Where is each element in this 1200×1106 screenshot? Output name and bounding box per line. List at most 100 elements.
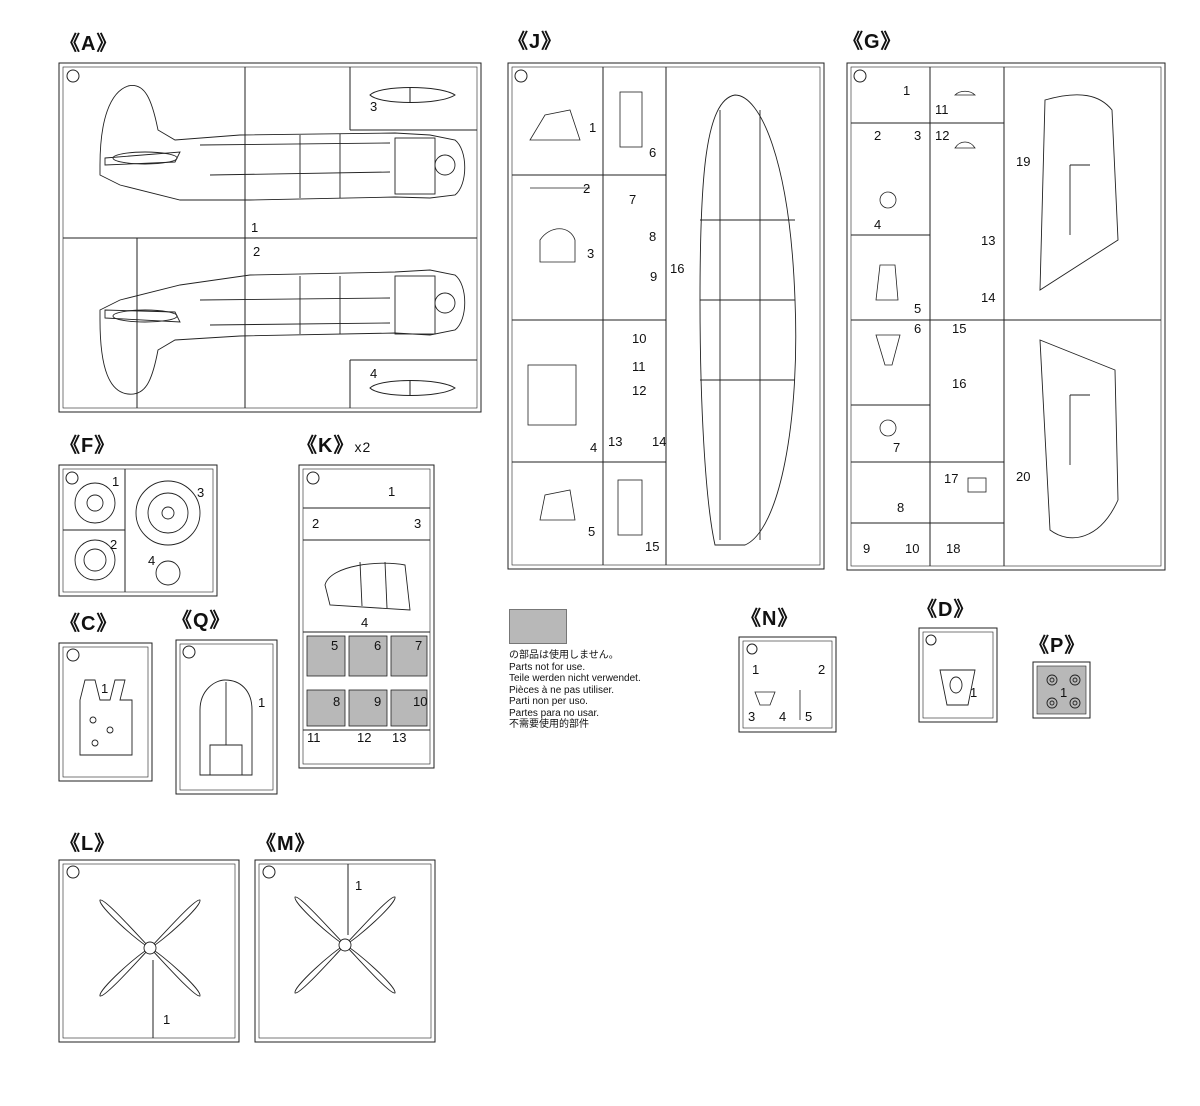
- drop-tank-lower: [369, 380, 456, 396]
- sprue-m-part-1: 1: [355, 878, 362, 893]
- sprue-g-part-2: 2: [874, 128, 881, 143]
- sprue-g-part-10: 10: [905, 541, 919, 556]
- sprue-g-part-8: 8: [897, 500, 904, 515]
- sprue-j-part-14: 14: [652, 434, 666, 449]
- sprue-a-part-2: 2: [253, 244, 260, 259]
- sprue-k-frame: [298, 464, 435, 769]
- c-instrument-panel: [79, 679, 133, 756]
- sprue-j-frame: [507, 62, 825, 570]
- legend-line-en: Parts not for use.: [509, 661, 586, 673]
- sprue-k-part-2: 2: [312, 516, 319, 531]
- sprue-m-title: 《M》: [256, 833, 316, 855]
- sprue-k-part-4: 4: [361, 615, 368, 630]
- d-windscreen: [939, 669, 976, 706]
- sprue-k-part-5: 5: [331, 638, 338, 653]
- sprue-j-part-2: 2: [583, 181, 590, 196]
- sprue-g-part-4: 4: [874, 217, 881, 232]
- sprue-f-part-2: 2: [110, 537, 117, 552]
- sprue-k-part-7: 7: [415, 638, 422, 653]
- n-small-parts: [754, 690, 801, 720]
- sprue-g-frame: [846, 62, 1166, 571]
- sprue-g-part-7: 7: [893, 440, 900, 455]
- sprue-a-title: 《A》: [60, 33, 118, 55]
- sprue-p-frame: [1032, 661, 1091, 719]
- fuselage-half-lower: [99, 269, 466, 395]
- sprue-f-part-4: 4: [148, 553, 155, 568]
- sprue-j-part-3: 3: [587, 246, 594, 261]
- sprue-j-part-10: 10: [632, 331, 646, 346]
- sprue-j-part-4: 4: [590, 440, 597, 455]
- legend-line-es: Partes para no usar.: [509, 707, 600, 719]
- sprue-k-part-10: 10: [413, 694, 427, 709]
- sprue-q-title: 《Q》: [172, 610, 231, 632]
- sprue-j-part-1: 1: [589, 120, 596, 135]
- sprue-f-frame: [58, 464, 218, 597]
- sprue-j-part-8: 8: [649, 229, 656, 244]
- sprue-j-title: 《J》: [508, 31, 563, 53]
- wing-upper-halves: [1039, 94, 1119, 539]
- p-lenses: [1046, 674, 1081, 709]
- propeller-l: [99, 899, 201, 997]
- sprue-f-title: 《F》: [60, 435, 116, 457]
- sprue-d-title: 《D》: [917, 599, 975, 621]
- sprue-j-part-6: 6: [649, 145, 656, 160]
- sprue-q-frame: [175, 639, 278, 795]
- sprue-p-title: 《P》: [1029, 635, 1086, 657]
- sprue-g-part-9: 9: [863, 541, 870, 556]
- sprue-f-part-1: 1: [112, 474, 119, 489]
- sprue-g-title: 《G》: [843, 31, 902, 53]
- sprue-n-part-4: 4: [779, 709, 786, 724]
- legend-line-fr: Pièces à ne pas utiliser.: [509, 684, 615, 696]
- sprue-k-part-12: 12: [357, 730, 371, 745]
- sprue-c-part-1: 1: [101, 681, 108, 696]
- sprue-j-part-9: 9: [650, 269, 657, 284]
- sprue-q-part-1: 1: [258, 695, 265, 710]
- wing-lower-half: [699, 94, 797, 546]
- sprue-n-part-1: 1: [752, 662, 759, 677]
- sprue-g-part-6: 6: [914, 321, 921, 336]
- sprue-g-part-3: 3: [914, 128, 921, 143]
- sprue-k-part-11: 11: [307, 730, 321, 745]
- legend-line-de: Teile werden nicht verwendet.: [509, 673, 641, 684]
- not-for-use-legend: の部品は使用しません。 Parts not for use. Teile wer…: [509, 609, 641, 731]
- sprue-g-part-14: 14: [981, 290, 995, 305]
- j-small-parts: [527, 91, 643, 536]
- sprue-l-title: 《L》: [60, 833, 116, 855]
- sprue-l-frame: [58, 859, 240, 1043]
- sprue-j-part-13: 13: [608, 434, 622, 449]
- sprue-g-part-18: 18: [946, 541, 960, 556]
- sprue-g-part-5: 5: [914, 301, 921, 316]
- sprue-n-title: 《N》: [741, 608, 799, 630]
- sprue-k-part-3: 3: [414, 516, 421, 531]
- legend-line-ja: の部品は使用しません。: [509, 650, 619, 661]
- sprue-c-frame: [58, 642, 153, 782]
- sprue-j-part-12: 12: [632, 383, 646, 398]
- sprue-c-title: 《C》: [60, 613, 118, 635]
- sprue-k-part-8: 8: [333, 694, 340, 709]
- sprue-k-part-9: 9: [374, 694, 381, 709]
- sprue-n-part-5: 5: [805, 709, 812, 724]
- sprue-p-part-1: 1: [1060, 685, 1067, 700]
- not-for-use-swatch: [509, 609, 567, 644]
- sprue-d-part-1: 1: [970, 685, 977, 700]
- g-small-parts: [875, 90, 987, 493]
- sprue-j-part-15: 15: [645, 539, 659, 554]
- sprue-g-part-12: 12: [935, 128, 949, 143]
- sprue-f-part-3: 3: [197, 485, 204, 500]
- sprue-d-frame: [918, 627, 998, 723]
- sprue-a-part-1: 1: [251, 220, 258, 235]
- legend-line-it: Parti non per uso.: [509, 696, 588, 707]
- k-greyed-parts: [306, 635, 428, 727]
- sprue-k-part-6: 6: [374, 638, 381, 653]
- sprue-g-part-13: 13: [981, 233, 995, 248]
- sprue-g-part-15: 15: [952, 321, 966, 336]
- sprue-k-part-1: 1: [388, 484, 395, 499]
- sprue-g-part-16: 16: [952, 376, 966, 391]
- sprue-k-multiplier: x2: [354, 439, 372, 455]
- drop-tank-upper: [369, 87, 456, 103]
- sprue-g-part-19: 19: [1016, 154, 1030, 169]
- sprue-g-part-11: 11: [935, 102, 949, 117]
- fuselage-half-upper: [99, 85, 466, 201]
- k-canopy: [324, 561, 411, 611]
